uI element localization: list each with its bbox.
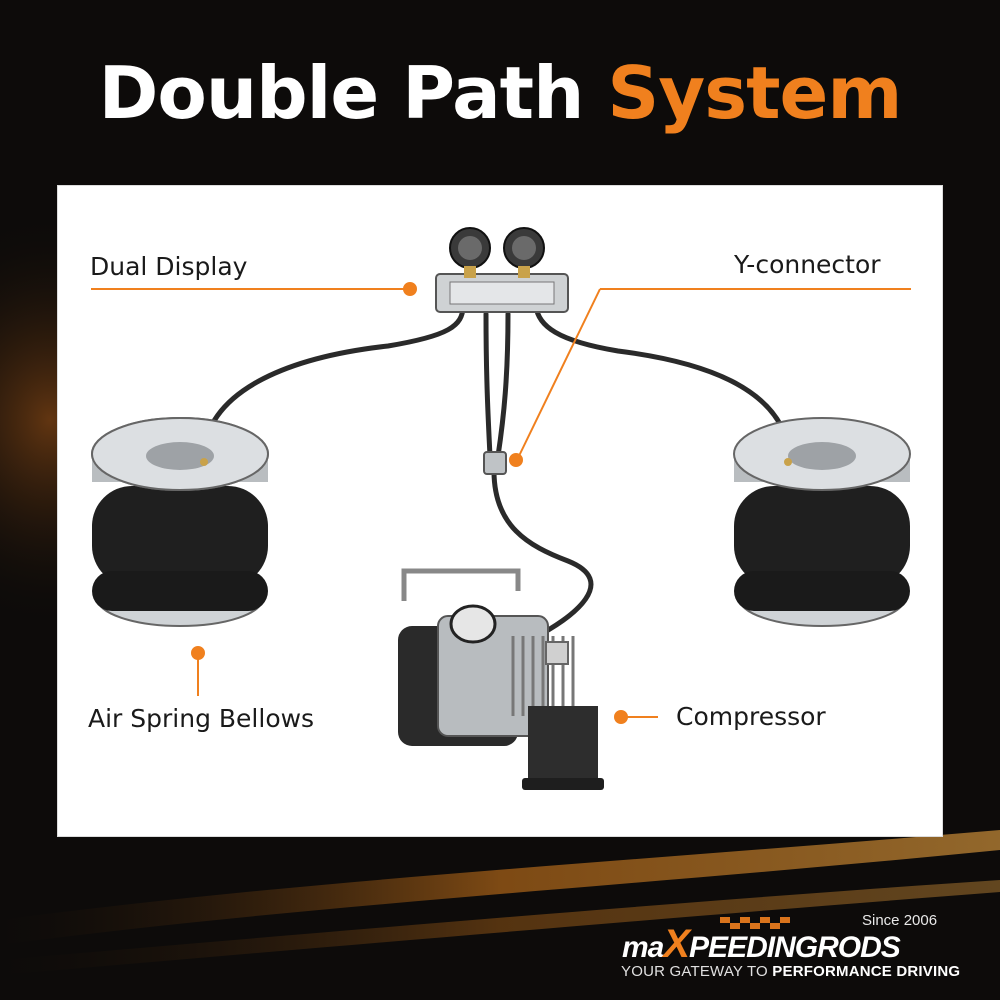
y-connector-part (483, 451, 507, 475)
brand-x: X (663, 922, 690, 966)
page-title: Double Path System (0, 48, 1000, 138)
brand-checker-icon (720, 917, 790, 929)
hose-to-compressor (491, 468, 594, 644)
tagline-strong: PERFORMANCE DRIVING (772, 963, 961, 980)
tagline-prefix: YOUR GATEWAY TO (621, 963, 768, 980)
brand-suffix: PEEDINGRODS (689, 931, 901, 964)
brand-tagline: YOUR GATEWAY TO PERFORMANCE DRIVING (621, 963, 960, 980)
air-spring-right (733, 417, 911, 627)
compressor-unit (398, 568, 604, 790)
hose-right (533, 303, 793, 459)
label-compressor: Compressor (676, 702, 826, 731)
brand-prefix: ma (622, 931, 664, 964)
air-spring-left (91, 417, 269, 627)
air-hoses (200, 303, 793, 644)
title-part-1: Double Path (98, 51, 585, 135)
system-diagram (91, 227, 911, 790)
label-y-connector: Y-connector (734, 250, 881, 279)
label-air-spring-bellows: Air Spring Bellows (88, 704, 315, 733)
marker-y-connector (509, 453, 523, 467)
label-dual-display: Dual Display (90, 252, 248, 281)
hose-left (200, 303, 466, 459)
brand-since: Since 2006 (862, 912, 938, 929)
dual-gauge-manifold (435, 227, 569, 313)
diagram-panel: Dual Display Y-connector Air Spring Bell… (57, 185, 943, 837)
marker-dual-display (403, 282, 417, 296)
hose-center-a (483, 311, 493, 459)
brand-logo: maXPEEDINGRODS (622, 922, 901, 967)
hose-center-b (495, 311, 511, 459)
leader-lines (91, 282, 911, 724)
title-part-2: System (607, 51, 902, 135)
